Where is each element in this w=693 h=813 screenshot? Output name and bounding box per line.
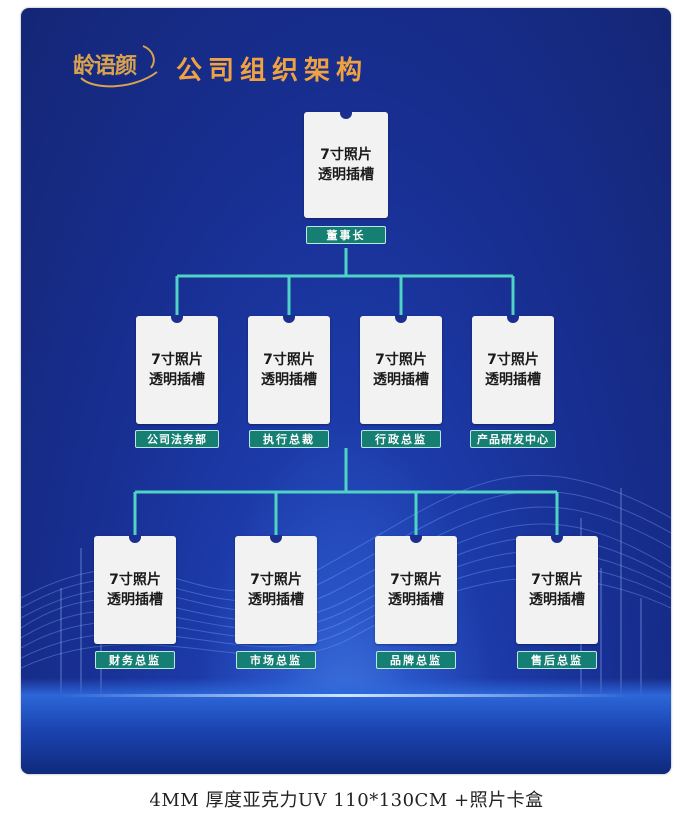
card-notch	[551, 535, 563, 543]
card-notch	[270, 535, 282, 543]
card-line2: 透明插槽	[373, 372, 429, 388]
photo-slot-aftersales: 7寸照片 透明插槽	[516, 535, 598, 644]
photo-slot-rnd: 7寸照片 透明插槽	[472, 315, 554, 424]
card-line1: 7寸照片	[487, 352, 539, 368]
position-label-marketing: 市场总监	[236, 651, 316, 669]
photo-slot-legal: 7寸照片 透明插槽	[136, 315, 218, 424]
card-line1: 7寸照片	[250, 572, 302, 588]
position-label-rnd: 产品研发中心	[470, 430, 556, 448]
position-label-admin: 行政总监	[361, 430, 441, 448]
position-label-aftersales: 售后总监	[517, 651, 597, 669]
photo-slot-finance: 7寸照片 透明插槽	[94, 535, 176, 644]
card-line1: 7寸照片	[263, 352, 315, 368]
card-line2: 透明插槽	[248, 592, 304, 608]
position-label-legal: 公司法务部	[135, 430, 219, 448]
photo-slot-admin: 7寸照片 透明插槽	[360, 315, 442, 424]
brand-logo	[80, 45, 158, 88]
card-line1: 7寸照片	[531, 572, 583, 588]
card-line2: 透明插槽	[149, 372, 205, 388]
card-line1: 7寸照片	[390, 572, 442, 588]
position-label-finance: 财务总监	[95, 651, 175, 669]
card-notch	[171, 315, 183, 323]
card-line2: 透明插槽	[388, 592, 444, 608]
position-label-brand: 品牌总监	[376, 651, 456, 669]
card-notch	[340, 111, 352, 119]
card-line1: 7寸照片	[109, 572, 161, 588]
card-notch	[395, 315, 407, 323]
org-chart-board: 龄语颜 公司组织架构 7寸照片 透明插槽 董事长 7寸照片 透明插槽 公司法务部…	[21, 8, 671, 774]
position-label-ceo: 执行总裁	[249, 430, 329, 448]
position-label-chairman: 董事长	[306, 226, 386, 244]
card-notch	[283, 315, 295, 323]
stage-highlight	[61, 694, 631, 697]
photo-slot-marketing: 7寸照片 透明插槽	[235, 535, 317, 644]
card-line2: 透明插槽	[529, 592, 585, 608]
card-notch	[410, 535, 422, 543]
stage-glow	[21, 678, 671, 774]
photo-slot-brand: 7寸照片 透明插槽	[375, 535, 457, 644]
page-title: 公司组织架构	[176, 56, 369, 86]
photo-slot-ceo: 7寸照片 透明插槽	[248, 315, 330, 424]
card-line2: 透明插槽	[107, 592, 163, 608]
card-line2: 透明插槽	[485, 372, 541, 388]
card-line2: 透明插槽	[318, 167, 374, 183]
card-line1: 7寸照片	[375, 352, 427, 368]
card-notch	[507, 315, 519, 323]
product-caption: 4MM 厚度亚克力UV 110*130CM +照片卡盒	[149, 790, 544, 811]
card-notch	[129, 535, 141, 543]
card-line2: 透明插槽	[261, 372, 317, 388]
card-line1: 7寸照片	[320, 147, 372, 163]
card-line1: 7寸照片	[151, 352, 203, 368]
brand-logo-text: 龄语颜	[73, 53, 137, 79]
photo-slot-chairman: 7寸照片 透明插槽	[304, 111, 388, 218]
